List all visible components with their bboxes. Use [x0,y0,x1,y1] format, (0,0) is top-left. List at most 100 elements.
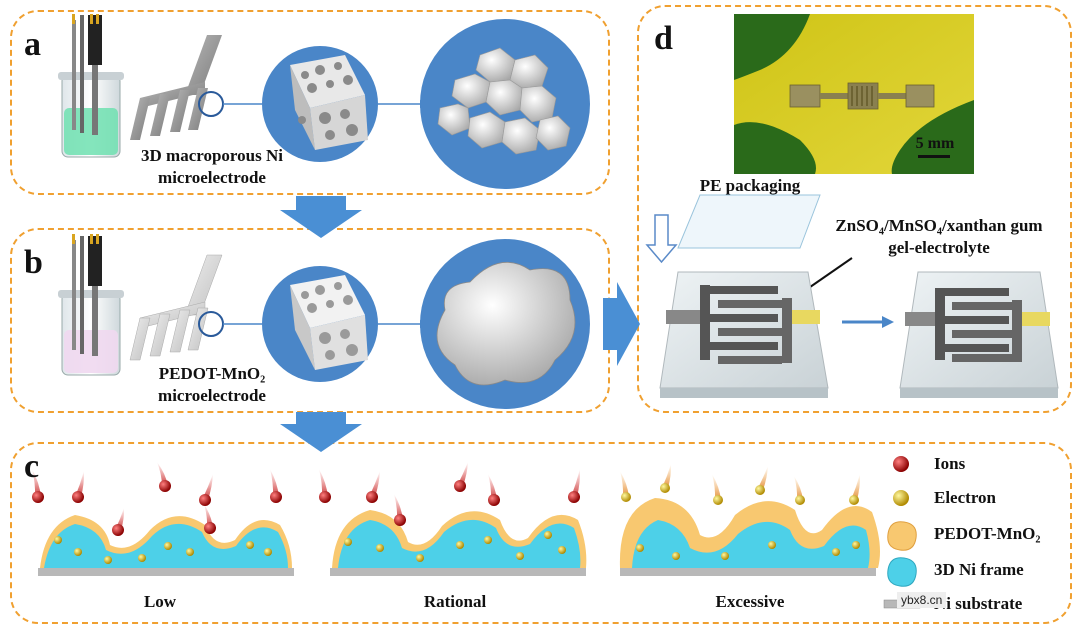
ion-sphere [319,491,331,503]
electron-sphere [795,495,805,505]
legend-pedot: PEDOT-MnO₂ [934,524,1041,543]
state-rational-label: Rational [423,592,487,611]
ion-trail [757,466,768,490]
ion-trail [319,469,328,497]
ion-sphere [270,491,282,503]
ni-polyhedra-circle [420,19,590,189]
device-before-packaging [659,271,829,398]
electron-sphere [104,556,112,564]
electron-sphere [660,483,670,493]
electron-sphere [849,495,859,505]
electrolyte-label-line1: ZnSO₄/MnSO₄/xanthan gum [835,216,1043,235]
panel-b-label: b [24,244,43,281]
electron-sphere [672,552,680,560]
ion-sphere [454,480,466,492]
panel-c-label: c [24,448,40,485]
ion-sphere [32,491,44,503]
scale-bar-label: 5 mm [915,135,955,152]
electron-sphere [416,554,424,562]
ion-trail [115,508,125,530]
electron-sphere [138,554,146,562]
ion-sphere [366,491,378,503]
device-after-packaging [899,271,1059,398]
process-arrow-down [280,412,362,452]
electron-sphere [74,548,82,556]
electron-sphere [852,541,860,549]
coated-block-circle [262,266,378,382]
panel-d-label: d [654,20,673,57]
electron-sphere [164,542,172,550]
electron-sphere [558,546,566,554]
beaker-green-icon [58,14,124,158]
red-sphere-icon [893,456,909,472]
ion-sphere [204,522,216,534]
structure-excessive [619,498,880,576]
electron-sphere [484,536,492,544]
electron-sphere [186,548,194,556]
ion-trail [157,462,168,486]
electron-sphere [713,495,723,505]
ion-sphere [112,524,124,536]
legend-ni-frame: 3D Ni frame [934,560,1024,579]
ion-sphere [72,491,84,503]
electron-sphere [516,552,524,560]
electron-sphere [456,541,464,549]
particle-layer [32,462,861,564]
ion-trail [394,494,403,520]
ion-trail [851,474,861,500]
yellow-sphere-icon [893,490,909,506]
electron-sphere [721,552,729,560]
process-arrow-right [603,282,640,366]
electron-sphere [636,544,644,552]
legend-ions: Ions [934,454,966,473]
pe-packaging-sheet [677,194,821,249]
electrolyte-label-line2: gel-electrolyte [888,238,990,257]
ion-trail [662,464,672,488]
electron-sphere [768,541,776,549]
panel-a-caption-line2: microelectrode [158,168,266,187]
state-low-label: Low [143,592,177,611]
ion-trail [75,471,85,497]
ion-sphere [159,480,171,492]
electron-sphere [246,541,254,549]
ion-trail [270,469,279,497]
ion-trail [488,474,497,500]
electron-sphere [376,544,384,552]
device-photo [734,14,974,174]
pedot-interdigitated-fork-icon [129,254,224,361]
ion-trail [571,469,581,497]
process-arrow-down [280,196,362,238]
ion-sphere [488,494,500,506]
ni-interdigitated-fork-icon [130,35,224,140]
panel-a-label: a [24,26,41,63]
scale-bar [918,155,950,158]
state-excessive-label: Excessive [715,592,785,611]
ion-sphere [199,494,211,506]
hollow-arrow-down [645,214,678,264]
panel-b-caption-line1: PEDOT-MnO₂ [158,364,266,383]
panel-b-caption-line2: microelectrode [158,386,266,405]
orange-blob-icon [887,521,917,551]
pe-packaging-label: PE packaging [699,176,801,195]
beaker-pink-icon [58,234,124,376]
electron-sphere [264,548,272,556]
ion-trail [204,504,213,528]
ion-trail [712,474,721,500]
ion-sphere [568,491,580,503]
ion-trail [620,471,629,497]
macroporous-block-circle [262,46,378,162]
watermark: ybx8.cn [897,592,947,608]
electron-sphere [832,548,840,556]
ion-trail [794,476,803,500]
coated-polyhedra-circle [420,239,590,409]
electron-sphere [344,538,352,546]
electron-sphere [54,536,62,544]
cyan-blob-icon [887,557,917,587]
ion-trail [32,469,41,497]
legend-electron: Electron [934,488,997,507]
panel-a-caption-line1: 3D macroporous Ni [141,146,283,165]
legend-ni-substrate: Ni substrate [934,594,1023,613]
ion-sphere [394,514,406,526]
electron-sphere [755,485,765,495]
